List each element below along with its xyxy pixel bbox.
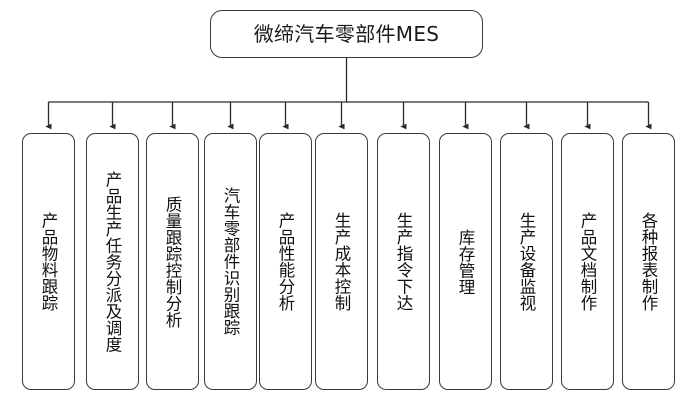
leaf-node-label: 产品性能分析 [276,212,296,311]
leaf-node-label: 生产成本控制 [332,212,352,311]
leaf-node-label: 生产指令下达 [394,212,414,311]
root-node-label: 微缔汽车零部件MES [253,22,440,46]
leaf-node-label: 汽车零部件识别跟踪 [221,187,241,336]
leaf-node-3[interactable]: 质量跟踪控制分析 [146,133,199,390]
leaf-node-4[interactable]: 汽车零部件识别跟踪 [204,133,257,390]
leaf-node-label: 各种报表制作 [639,212,658,311]
leaf-node-7[interactable]: 生产指令下达 [377,133,430,390]
leaf-node-label: 产品文档制作 [578,212,598,311]
leaf-node-1[interactable]: 产品物料跟踪 [22,133,75,390]
leaf-node-label: 质量跟踪控制分析 [163,195,183,328]
leaf-node-6[interactable]: 生产成本控制 [315,133,368,390]
leaf-node-9[interactable]: 生产设备监视 [500,133,553,390]
leaf-node-2[interactable]: 产品生产任务分派及调度 [86,133,139,390]
leaf-node-8[interactable]: 库存管理 [439,133,492,390]
leaf-node-11[interactable]: 各种报表制作 [622,133,675,390]
leaf-node-10[interactable]: 产品文档制作 [561,133,614,390]
leaf-node-label: 生产设备监视 [517,212,537,311]
leaf-node-5[interactable]: 产品性能分析 [259,133,312,390]
leaf-node-label: 产品生产任务分派及调度 [103,170,123,353]
leaf-node-label: 库存管理 [456,228,476,295]
root-node[interactable]: 微缔汽车零部件MES [210,10,483,58]
leaf-node-label: 产品物料跟踪 [39,212,59,311]
